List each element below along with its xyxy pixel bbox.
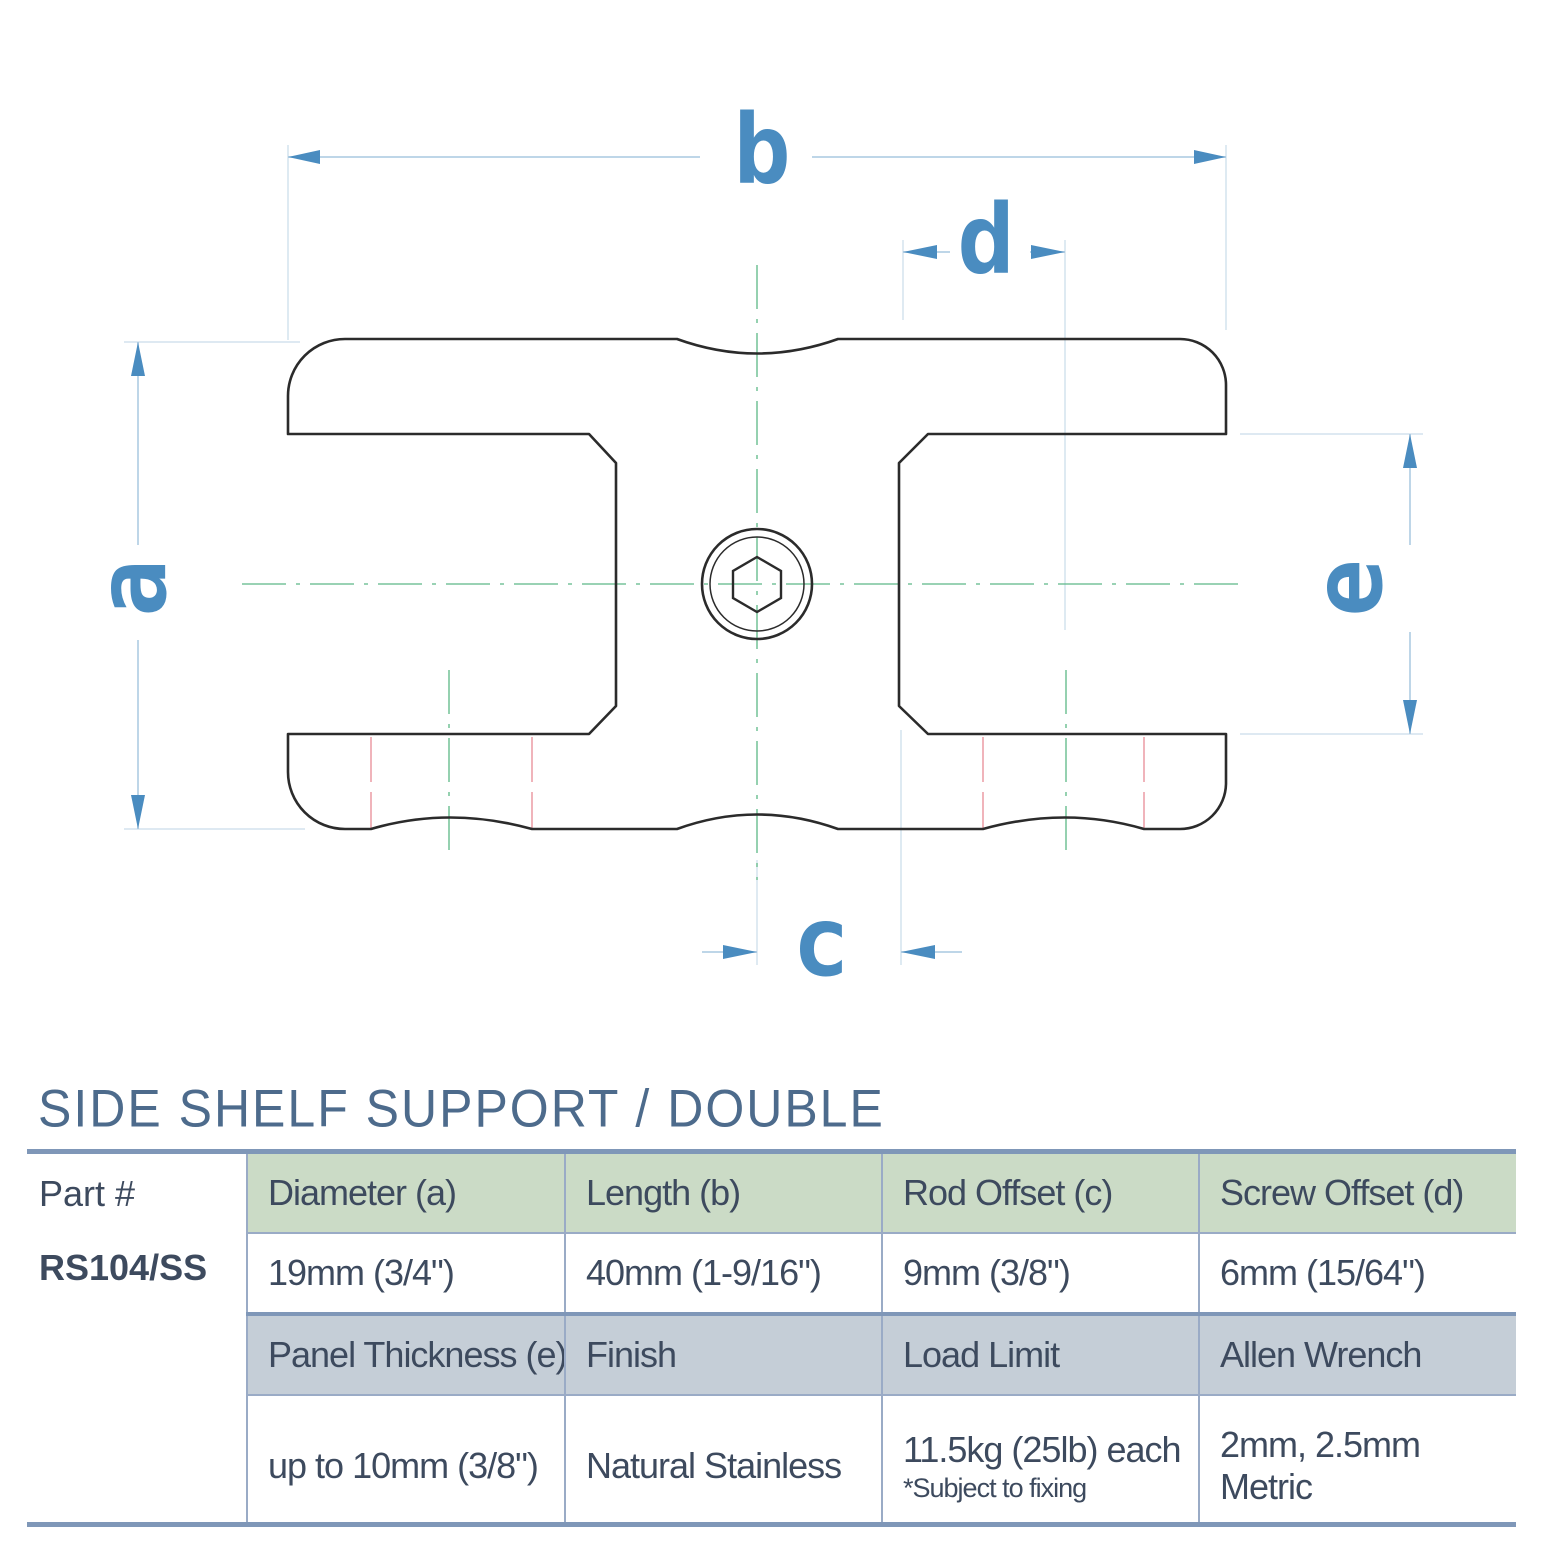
value-allen-wrench: 2mm, 2.5mm Metric [1198, 1395, 1516, 1522]
value-load-limit: 11.5kg (25lb) each *Subject to fixing [881, 1395, 1199, 1522]
load-limit-text: 11.5kg (25lb) each [903, 1428, 1182, 1470]
part-number: RS104/SS [39, 1247, 208, 1288]
label-c: c [792, 886, 850, 998]
dimension-e: e [1292, 434, 1417, 734]
value-finish: Natural Stainless [564, 1395, 882, 1522]
header-allen-wrench: Allen Wrench [1198, 1312, 1516, 1396]
screw-head-icon [700, 527, 814, 641]
dimension-d: d [903, 184, 1065, 296]
value-diameter: 19mm (3/4") [246, 1233, 565, 1314]
dimension-c: c [702, 886, 962, 998]
header-rod-offset: Rod Offset (c) [881, 1151, 1199, 1234]
header-length: Length (b) [564, 1151, 882, 1234]
product-title: SIDE SHELF SUPPORT / DOUBLE [38, 1079, 885, 1138]
part-label: Part # [39, 1172, 136, 1214]
dimension-b: b [288, 94, 1226, 206]
value-length: 40mm (1-9/16") [564, 1233, 882, 1314]
header-diameter: Diameter (a) [246, 1151, 565, 1234]
header-finish: Finish [564, 1312, 882, 1396]
spec-table: Part # Diameter (a) Length (b) Rod Offse… [27, 1149, 1516, 1527]
table-bottom-rule [27, 1520, 1516, 1527]
centerlines [242, 265, 1242, 880]
label-a: a [76, 559, 188, 617]
header-load-limit: Load Limit [881, 1312, 1199, 1396]
value-rod-offset: 9mm (3/8") [881, 1233, 1199, 1314]
load-limit-note: *Subject to fixing [903, 1472, 1087, 1503]
dimension-a: a [76, 342, 188, 829]
header-panel-thickness: Panel Thickness (e) [246, 1312, 565, 1396]
value-screw-offset: 6mm (15/64") [1198, 1233, 1516, 1314]
label-d: d [957, 184, 1015, 296]
label-e: e [1292, 559, 1404, 617]
allen-wrench-sizes: 2mm, 2.5mm [1220, 1424, 1421, 1465]
value-panel-thickness: up to 10mm (3/8") [246, 1395, 565, 1522]
header-screw-offset: Screw Offset (d) [1198, 1151, 1516, 1234]
label-b: b [733, 94, 791, 206]
part-outline [286, 337, 1228, 831]
allen-wrench-unit: Metric [1220, 1466, 1313, 1507]
extension-lines [124, 145, 1423, 965]
hidden-lines [370, 737, 1145, 829]
technical-drawing: b d a e c [76, 94, 1423, 998]
